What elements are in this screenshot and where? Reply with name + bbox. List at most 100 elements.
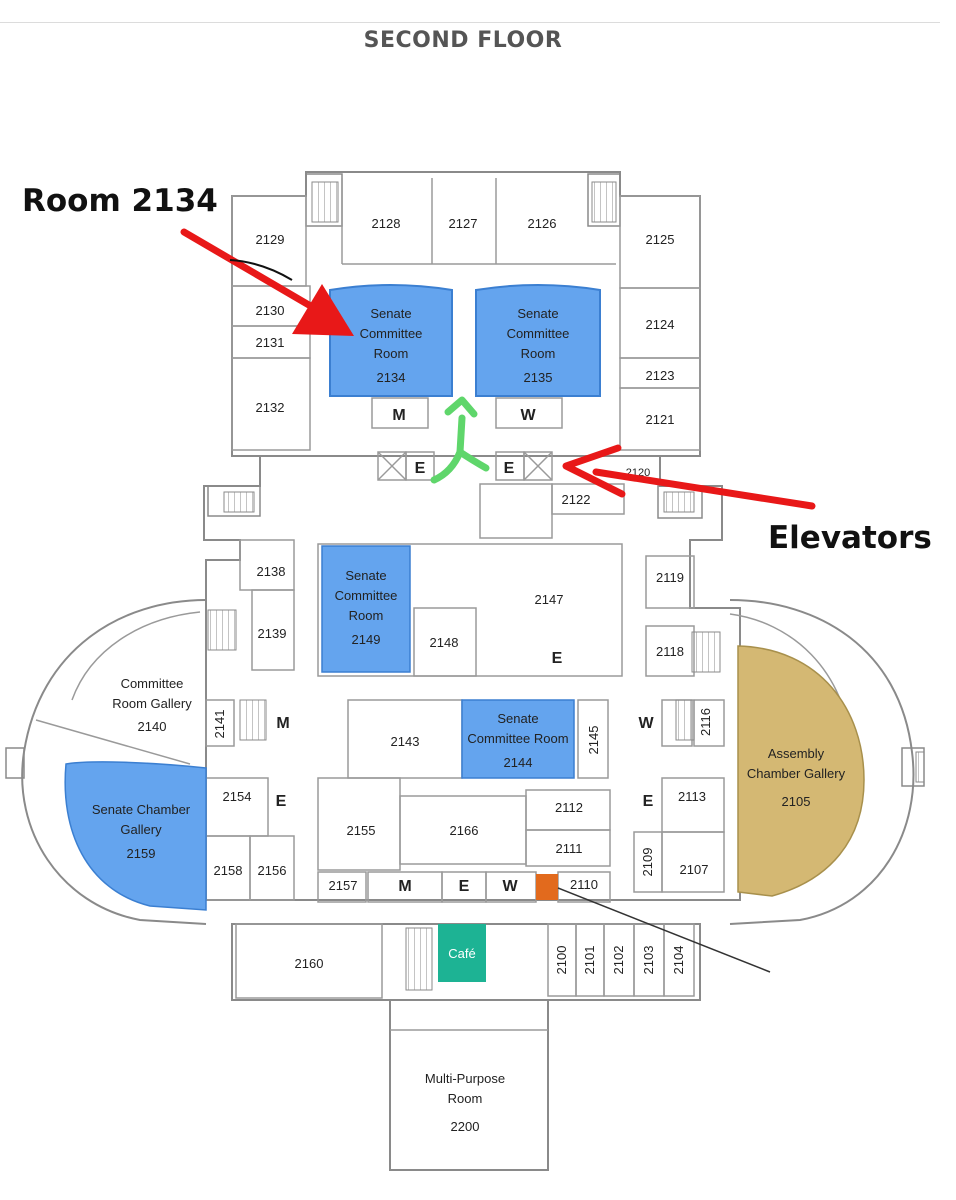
leader-line — [557, 887, 771, 973]
label-2149-number: 2149 — [352, 632, 381, 647]
label-2149-line1: Senate — [345, 568, 386, 583]
room-2134-callout: Room 2134 — [22, 183, 218, 219]
label-2157: 2157 — [329, 878, 358, 893]
label-2135-line2: Committee — [507, 326, 570, 341]
label-2134-line1: Senate — [370, 306, 411, 321]
label-2122: 2122 — [562, 492, 591, 507]
label-2135-number: 2135 — [524, 370, 553, 385]
label-2118: 2118 — [656, 644, 684, 659]
womens-restroom-icon: W — [520, 407, 536, 424]
label-2158: 2158 — [214, 863, 243, 878]
floor-title: SECOND FLOOR — [363, 28, 563, 53]
label-2156: 2156 — [258, 863, 287, 878]
top-divider — [0, 22, 940, 23]
label-2101: 2101 — [582, 946, 597, 975]
elevators-callout: Elevators — [768, 520, 932, 556]
label-2148: 2148 — [430, 635, 459, 650]
room-2144-fill[interactable] — [461, 699, 575, 779]
label-2105-line2: Chamber Gallery — [747, 766, 846, 781]
label-2134-number: 2134 — [377, 370, 406, 385]
label-2113: 2113 — [678, 789, 706, 804]
room-labels: 2129 2128 2127 2126 2125 2130 2131 2132 … — [92, 216, 846, 1134]
label-2155: 2155 — [347, 823, 376, 838]
label-2200-line1: Multi-Purpose — [425, 1071, 505, 1086]
label-2102: 2102 — [611, 946, 626, 975]
label-2138: 2138 — [257, 564, 286, 579]
label-2143: 2143 — [391, 734, 420, 749]
elevator-icon: E — [552, 650, 563, 667]
label-cafe: Café — [448, 946, 475, 961]
womens-restroom-icon: W — [638, 715, 654, 732]
room-2105-fill[interactable] — [737, 645, 865, 897]
label-2132: 2132 — [256, 400, 285, 415]
label-2125: 2125 — [646, 232, 675, 247]
label-2147: 2147 — [535, 592, 564, 607]
label-2135-line3: Room — [521, 346, 556, 361]
label-2139: 2139 — [258, 626, 287, 641]
label-2111: 2111 — [556, 841, 583, 856]
label-2110: 2110 — [570, 877, 598, 892]
arrow-head-icon — [292, 284, 354, 336]
orange-marker — [536, 874, 558, 900]
label-2140-line1: Committee — [121, 676, 184, 691]
label-2116: 2116 — [698, 708, 713, 736]
elevator-icon: E — [459, 878, 470, 895]
stairwells — [207, 181, 925, 991]
elevator-icon: E — [504, 460, 515, 477]
label-2129: 2129 — [256, 232, 285, 247]
room-2149-fill[interactable] — [321, 545, 411, 673]
label-2104: 2104 — [671, 946, 686, 975]
red-arrows — [180, 228, 816, 510]
label-2134-line2: Committee — [360, 326, 423, 341]
room-2134-fill[interactable] — [329, 284, 453, 397]
label-2135-line1: Senate — [517, 306, 558, 321]
label-2105-number: 2105 — [782, 794, 811, 809]
path-to-elevators — [430, 396, 490, 484]
mens-restroom-icon: M — [392, 407, 405, 424]
label-2124: 2124 — [646, 317, 675, 332]
elevator-icon: E — [276, 793, 287, 810]
label-2131: 2131 — [256, 335, 285, 350]
mens-restroom-icon: M — [276, 715, 289, 732]
label-2140-number: 2140 — [138, 719, 167, 734]
label-2119: 2119 — [656, 570, 684, 585]
label-2134-line3: Room — [374, 346, 409, 361]
label-2144-line1: Senate — [497, 711, 538, 726]
label-2159-line1: Senate Chamber — [92, 802, 191, 817]
label-2103: 2103 — [641, 946, 656, 975]
label-2154: 2154 — [223, 789, 252, 804]
label-2149-line2: Committee — [335, 588, 398, 603]
label-2105-line1: Assembly — [768, 746, 825, 761]
label-2144-number: 2144 — [504, 755, 533, 770]
label-2130: 2130 — [256, 303, 285, 318]
label-2200-number: 2200 — [451, 1119, 480, 1134]
room-2135-fill[interactable] — [475, 284, 601, 397]
cafe-fill[interactable] — [438, 924, 486, 982]
label-2112: 2112 — [555, 800, 583, 815]
mens-restroom-icon: M — [398, 878, 411, 895]
label-2159-number: 2159 — [127, 846, 156, 861]
womens-restroom-icon: W — [502, 878, 518, 895]
label-2141: 2141 — [212, 710, 227, 739]
label-2127: 2127 — [449, 216, 478, 231]
elevator-icon: E — [643, 793, 654, 810]
elevator-icon: E — [415, 460, 426, 477]
label-2149-line3: Room — [349, 608, 384, 623]
highlighted-rooms — [64, 284, 865, 982]
label-2100: 2100 — [554, 946, 569, 975]
label-2145: 2145 — [586, 726, 601, 755]
label-2166: 2166 — [450, 823, 479, 838]
label-2140-line2: Room Gallery — [112, 696, 192, 711]
label-2121: 2121 — [646, 412, 675, 427]
room-2159-fill[interactable] — [64, 761, 207, 911]
label-2200-line2: Room — [448, 1091, 483, 1106]
label-2159-line2: Gallery — [120, 822, 162, 837]
label-2109: 2109 — [640, 848, 655, 877]
facility-symbols: M W E E E M W E E M E W — [276, 407, 655, 895]
label-2123: 2123 — [646, 368, 675, 383]
label-2128: 2128 — [372, 216, 401, 231]
label-2107: 2107 — [680, 862, 709, 877]
label-2144-line2: Committee Room — [467, 731, 568, 746]
